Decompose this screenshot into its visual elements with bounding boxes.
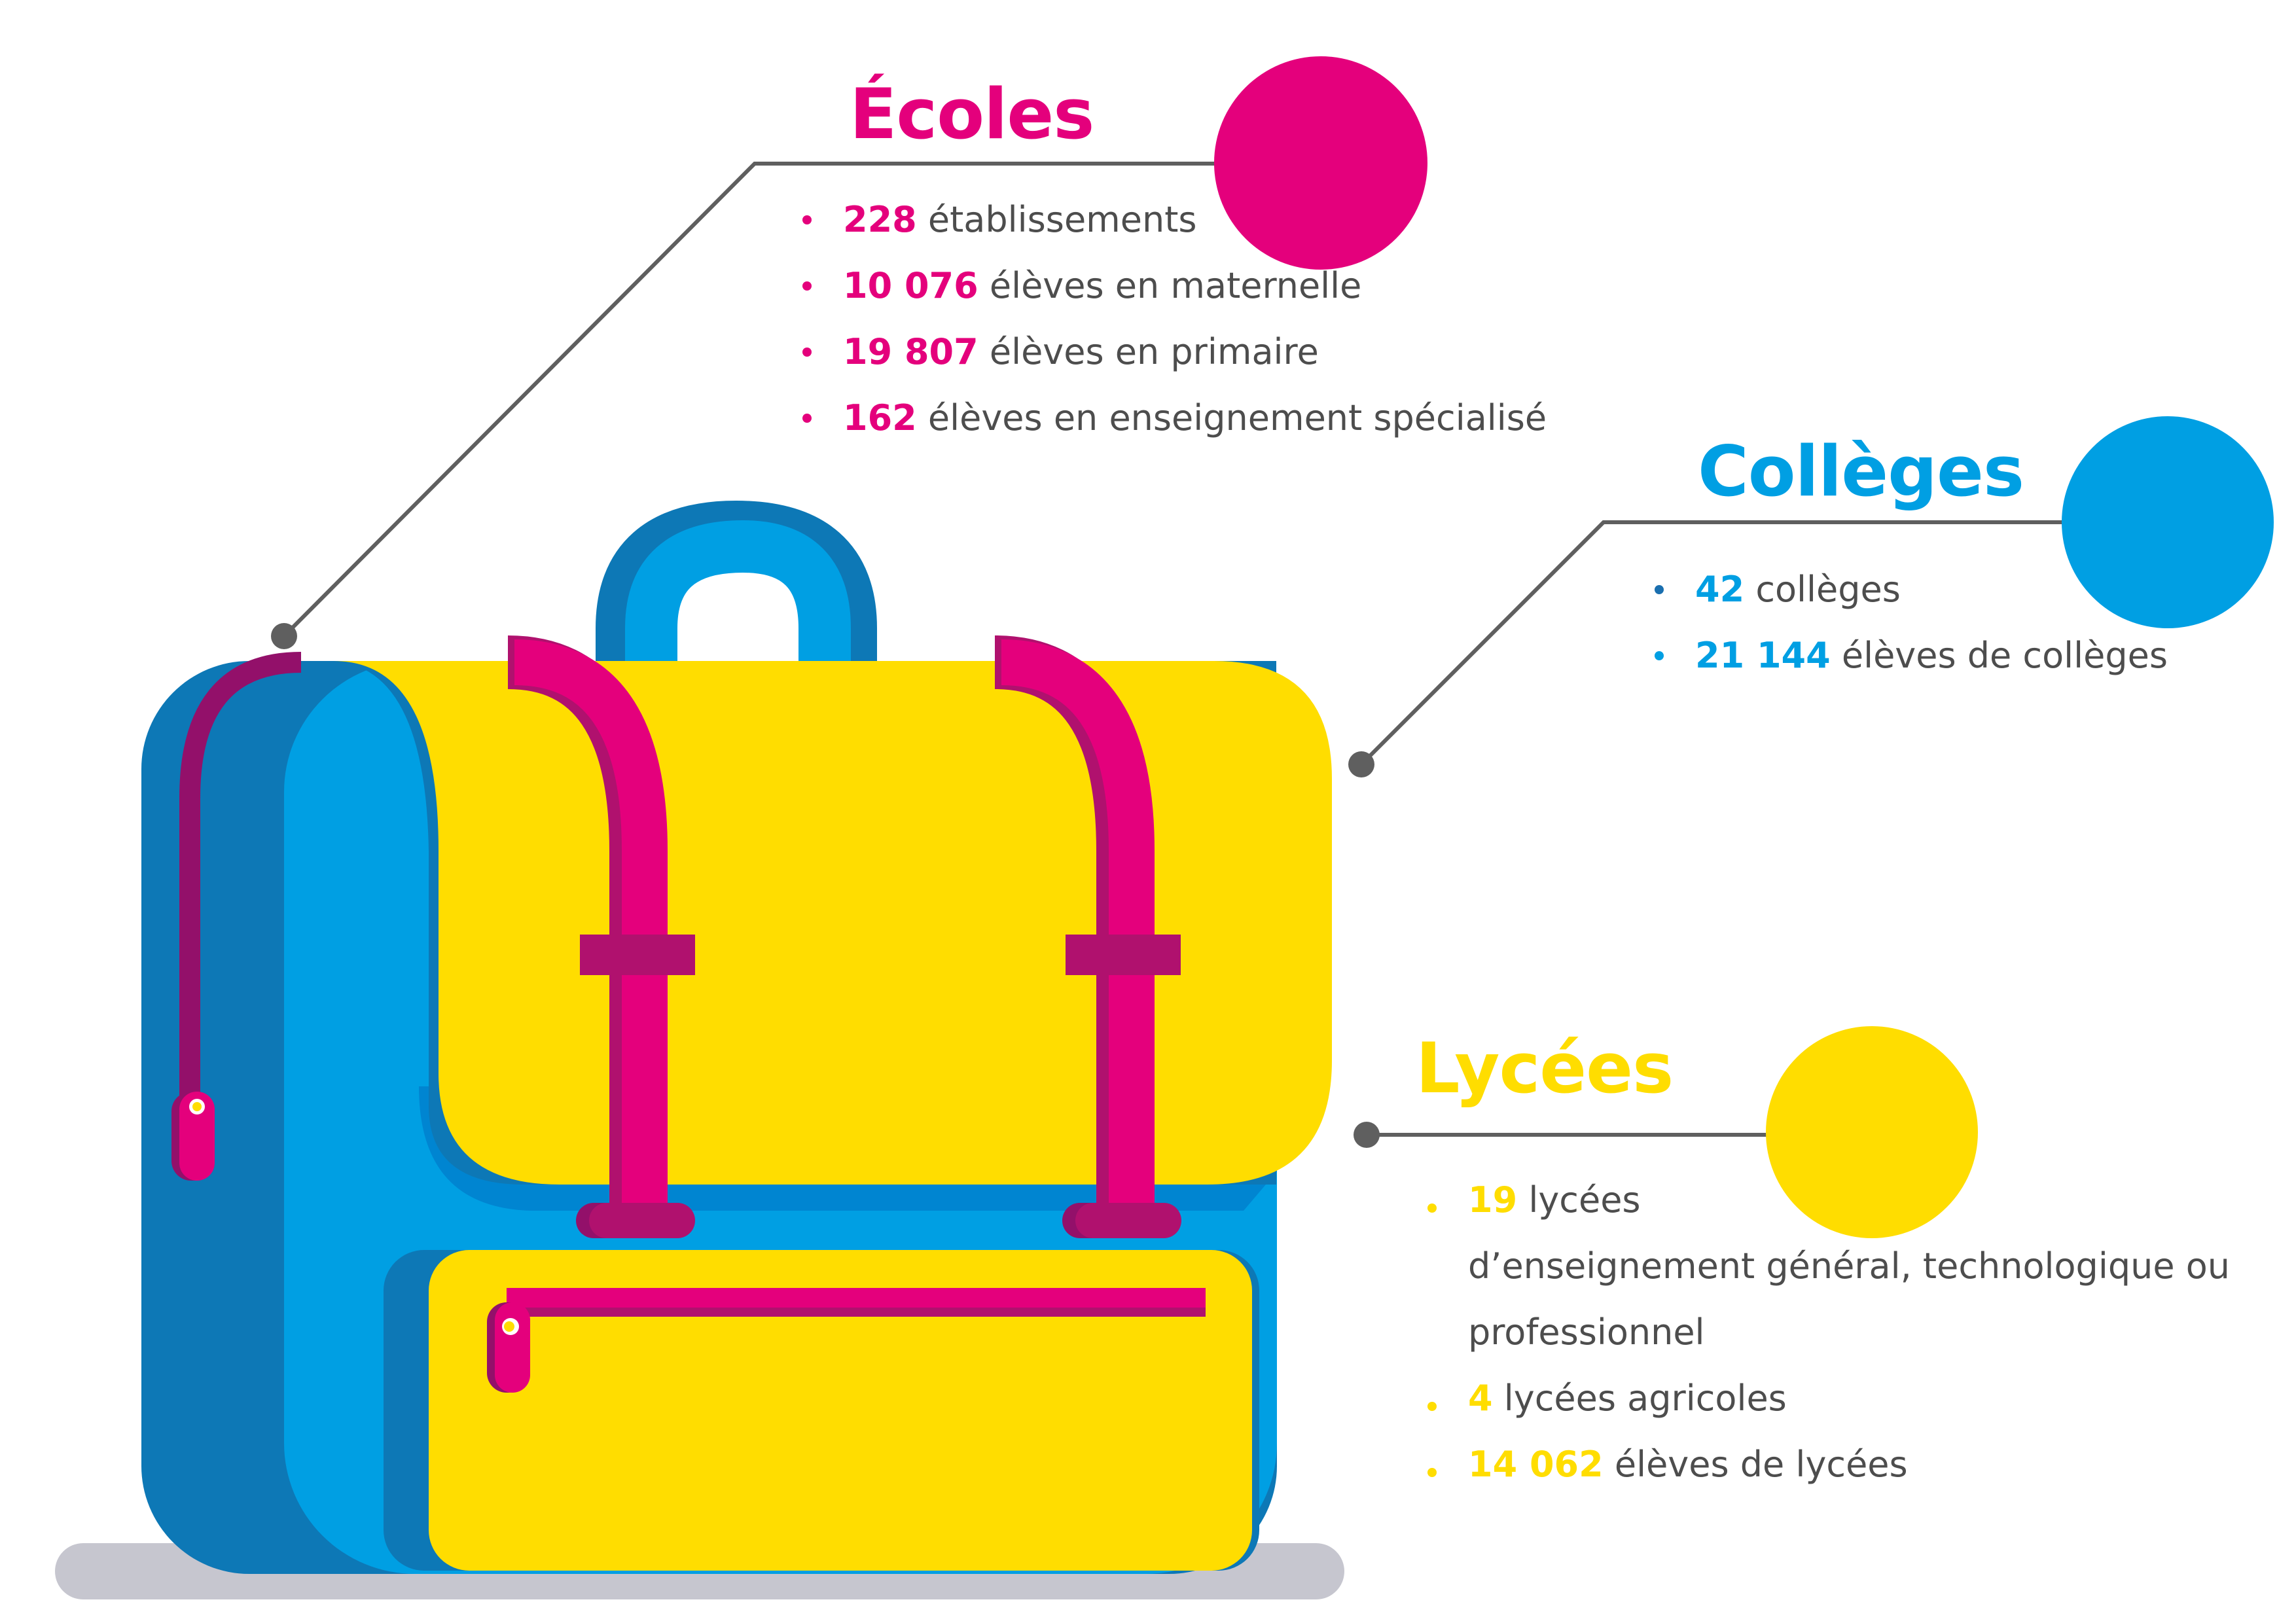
colleges-title: Collèges (1698, 431, 2024, 512)
stat-label-continued: d’enseignement général, technologique ou (1468, 1245, 2230, 1287)
stat-value: 4 (1468, 1378, 1493, 1419)
stat-label: élèves en primaire (989, 331, 1319, 372)
lycees-list: 19 lycées d’enseignement général, technol… (1427, 1167, 2230, 1497)
ecoles-accent-circle (1214, 56, 1427, 270)
list-item: 10 076 élèves en maternelle (802, 253, 1547, 319)
list-item: 19 lycées d’enseignement général, technol… (1427, 1167, 2230, 1365)
stat-value: 42 (1695, 569, 1745, 610)
lycees-accent-circle (1766, 1026, 1978, 1238)
stat-label: lycées agricoles (1503, 1378, 1787, 1419)
stat-value: 19 (1468, 1179, 1518, 1221)
stat-value: 21 144 (1695, 635, 1831, 676)
stat-value: 162 (843, 397, 917, 438)
stat-label-continued: professionnel (1468, 1311, 1705, 1353)
ecoles-list: 228 établissements 10 076 élèves en mate… (802, 187, 1547, 451)
stat-value: 10 076 (843, 265, 978, 306)
pocket-zipper (487, 1288, 1206, 1393)
connector-colleges (1348, 520, 2063, 777)
list-item: 14 062 élèves de lycées (1427, 1431, 2230, 1497)
stat-label: établissements (927, 199, 1197, 240)
colleges-accent-circle (2062, 416, 2274, 628)
stat-value: 228 (843, 199, 917, 240)
list-item: 19 807 élèves en primaire (802, 319, 1547, 385)
list-item: 4 lycées agricoles (1427, 1365, 2230, 1431)
list-item: 162 élèves en enseignement spécialisé (802, 385, 1547, 451)
stat-label: élèves en maternelle (989, 265, 1362, 306)
side-zipper (171, 652, 302, 1181)
pocket-front (429, 1250, 1252, 1571)
list-item: 42 collèges (1654, 556, 2168, 622)
colleges-list: 42 collèges 21 144 élèves de collèges (1654, 556, 2168, 688)
connector-ecoles (271, 162, 1223, 649)
connector-lycees (1354, 1122, 1767, 1148)
stat-label: élèves de lycées (1614, 1444, 1908, 1485)
strap-right (994, 635, 1181, 1238)
stat-label: lycées (1528, 1179, 1641, 1221)
bag-handle (596, 500, 877, 662)
flap-front (334, 661, 1332, 1185)
stat-value: 14 062 (1468, 1444, 1604, 1485)
stat-value: 19 807 (843, 331, 978, 372)
ecoles-title: Écoles (850, 74, 1094, 154)
stat-label: élèves en enseignement spécialisé (927, 397, 1547, 438)
strap-left (507, 635, 695, 1238)
list-item: 21 144 élèves de collèges (1654, 622, 2168, 688)
stat-label: élèves de collèges (1841, 635, 2168, 676)
lycees-title: Lycées (1416, 1028, 1674, 1109)
stat-label: collèges (1755, 569, 1901, 610)
list-item: 228 établissements (802, 187, 1547, 253)
